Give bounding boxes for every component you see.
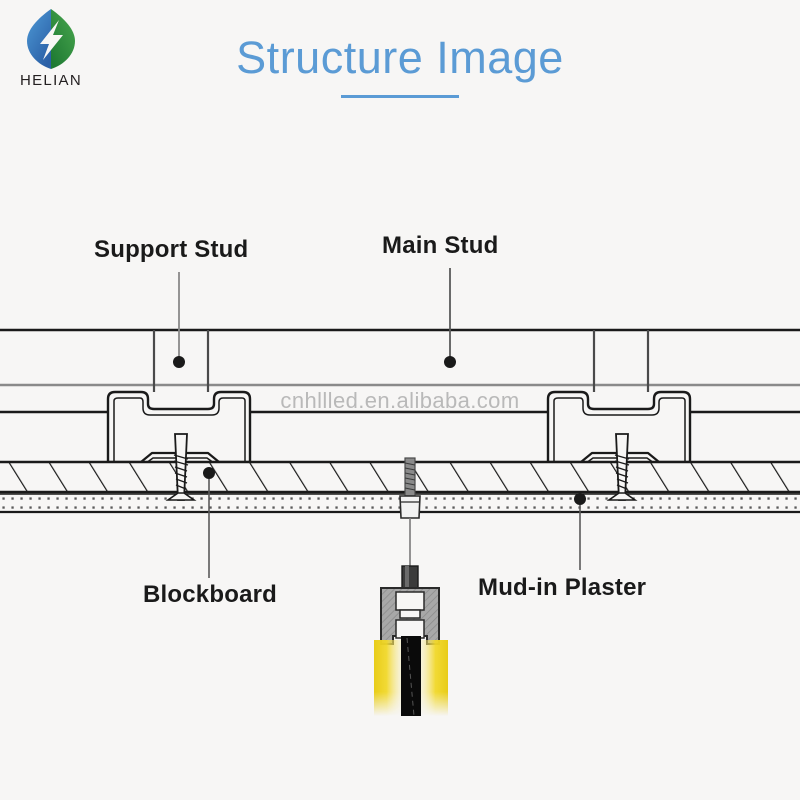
callout-label-support-stud: Support Stud	[94, 236, 249, 263]
led-light-glow	[374, 640, 448, 716]
blockboard-layer	[0, 460, 800, 494]
glow-right-band	[420, 640, 448, 716]
callout-label-mud-in-plaster: Mud-in Plaster	[478, 574, 647, 601]
page-title: Structure Image	[236, 32, 564, 83]
rod-thread-lines	[404, 462, 416, 491]
screw-tip-flare	[165, 492, 197, 501]
brand-logo-block: HELIAN	[12, 6, 132, 101]
helian-leaf-bolt-logo	[24, 8, 78, 70]
wire-endcap	[401, 565, 419, 591]
callout-label-main-stud: Main Stud	[382, 232, 499, 259]
dot-mud-in-plaster	[574, 493, 586, 505]
led-strip-body	[401, 636, 421, 716]
endcap-highlight	[405, 566, 409, 590]
linear-led-pendant-fixture	[374, 457, 448, 717]
screw-right	[606, 433, 638, 501]
dot-blockboard	[203, 467, 215, 479]
callout-label-blockboard: Blockboard	[143, 581, 278, 608]
brand-wordmark: HELIAN	[20, 72, 82, 89]
cable-gripper-body	[399, 495, 421, 519]
dot-main-stud	[444, 356, 456, 368]
screw-threads	[614, 454, 630, 490]
led-strip-centerline	[406, 637, 415, 717]
housing-cavity-neck	[399, 609, 421, 619]
title-underline-rule	[341, 95, 459, 99]
housing-upper-cavity	[395, 591, 425, 611]
channel-inner-line	[553, 397, 686, 464]
screw-tip-flare	[606, 492, 638, 501]
dot-support-stud	[173, 356, 185, 368]
screw-left	[165, 433, 197, 501]
page-header: Structure Image	[0, 32, 800, 99]
glow-left-band	[374, 640, 402, 716]
callout-leaders	[173, 268, 586, 578]
screw-threads	[173, 454, 189, 490]
housing-lower-cavity	[395, 619, 425, 639]
blockboard-hatch-fill	[0, 462, 800, 492]
channel-inner-line	[113, 397, 246, 464]
